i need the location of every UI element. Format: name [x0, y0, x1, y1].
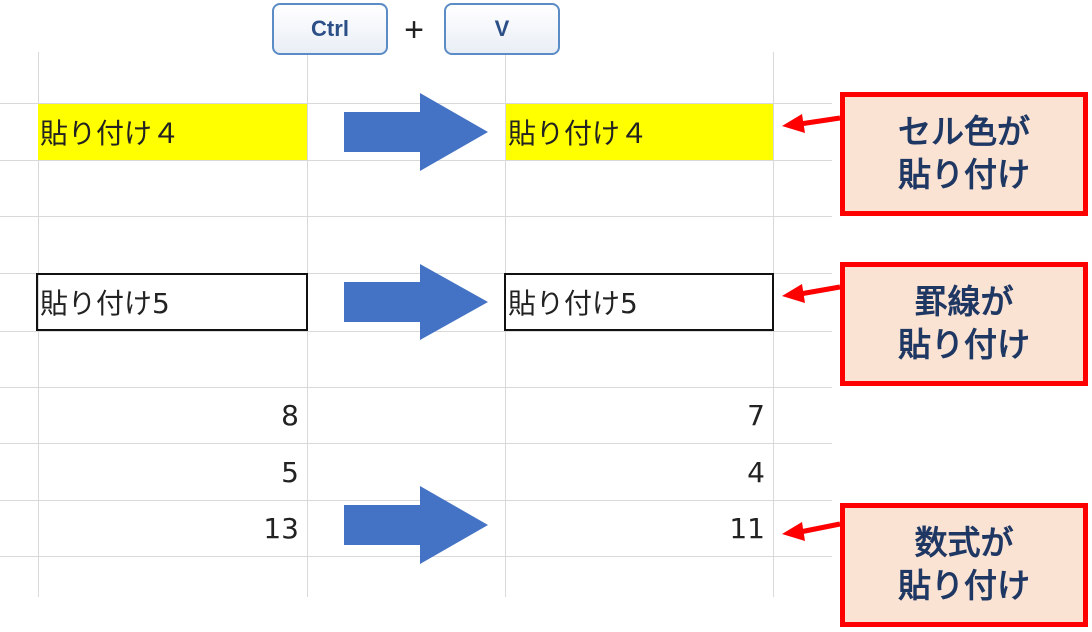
callout-formula: 数式が 貼り付け [840, 503, 1088, 627]
plus-sign: + [404, 10, 424, 49]
source-cell-num1[interactable]: 8 [281, 399, 299, 432]
right-arrow-icon [344, 486, 488, 564]
gridline [38, 52, 39, 597]
callout-text: 貼り付け [898, 325, 1030, 364]
right-arrow-icon [344, 264, 488, 340]
gridline [0, 443, 832, 444]
target-cell-paste5[interactable]: 貼り付け5 [504, 273, 774, 331]
callout-text: 貼り付け [898, 566, 1030, 605]
gridline [0, 387, 832, 388]
gridline [0, 103, 832, 104]
pointer-arrow-icon [782, 114, 841, 133]
source-cell-paste5[interactable]: 貼り付け5 [36, 273, 308, 331]
callout-text: セル色が [898, 112, 1030, 152]
target-cell-num3[interactable]: 11 [729, 512, 765, 545]
target-cell-num2[interactable]: 4 [747, 455, 765, 489]
target-cell-paste4[interactable]: 貼り付け４ [506, 104, 773, 160]
callout-cell-color: セル色が 貼り付け [840, 92, 1088, 216]
callout-text: 数式が [914, 523, 1014, 563]
pointer-arrow-icon [782, 284, 841, 303]
gridline [0, 556, 832, 557]
pointer-arrow-icon [782, 521, 841, 541]
v-key: V [444, 3, 560, 55]
target-cell-num1[interactable]: 7 [747, 399, 765, 432]
gridline [0, 160, 832, 161]
gridline [0, 331, 832, 332]
source-cell-num2[interactable]: 5 [281, 455, 299, 489]
gridline [0, 216, 832, 217]
callout-text: 罫線が [914, 282, 1014, 322]
source-cell-paste4[interactable]: 貼り付け４ [38, 104, 307, 160]
gridline [0, 273, 832, 274]
callout-border: 罫線が 貼り付け [840, 262, 1088, 386]
right-arrow-icon [344, 93, 488, 171]
gridline [0, 500, 832, 501]
source-cell-num3[interactable]: 13 [263, 512, 299, 545]
callout-text: 貼り付け [898, 155, 1030, 194]
ctrl-key: Ctrl [272, 3, 388, 55]
